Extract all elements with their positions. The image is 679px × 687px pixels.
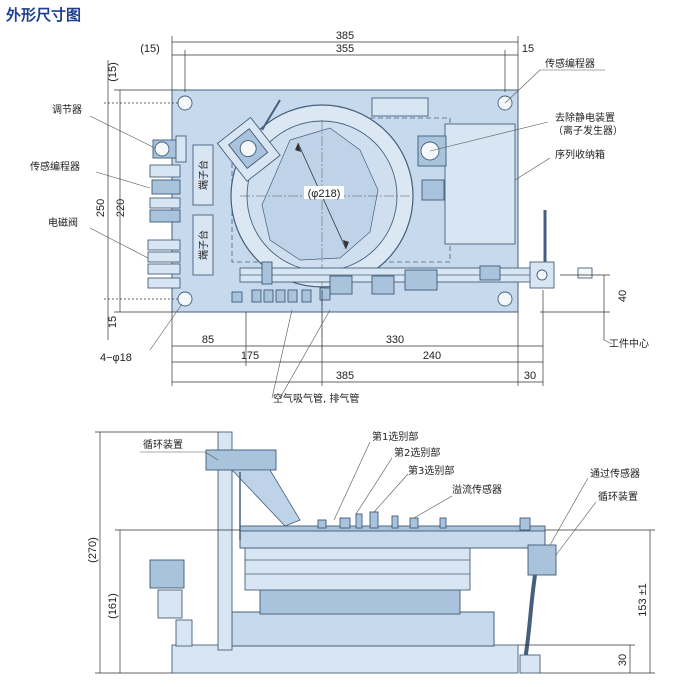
terminal-block [192,214,214,276]
housing-outline [231,117,451,263]
dim-right-margin: 15 [522,43,534,55]
corner-hole [177,95,193,111]
label-sequence-box: 序列收纳箱 [555,148,605,161]
circulation-unit-right [527,544,557,576]
label-backing [304,186,344,199]
dim-bottom-width: 385 [336,370,354,382]
label-ionizer-1: 去除静电装置 [555,111,615,124]
terminal-block-label: 端子台 [197,230,210,260]
regulator-unit [152,135,187,163]
top-dimensions: 385 355 (15) 15 (15) 250 220 15 85 330 1… [95,30,629,386]
terminal-block-label: 端子台 [197,160,210,190]
side-column [217,431,233,651]
corner-hole [177,291,193,307]
dim-40: 40 [617,290,629,302]
dim-height-250: 250 [95,199,107,217]
dim-175: 175 [241,350,259,362]
dim-height-161: (161) [107,593,119,619]
label-solenoid-valve: 电磁阀 [48,216,78,229]
dim-total-height: (270) [87,537,99,563]
label-pass-sensor: 通过传感器 [590,467,640,480]
side-labels: 循环装置 第1选别部 第2选别部 第3选别部 溢流传感器 通过传感器 循环装置 [140,430,640,556]
terminal-block [192,144,214,206]
label-holes: 4−φ18 [100,352,132,364]
solenoid-valve-unit [147,239,181,289]
chute [231,469,301,527]
label-air-tube: 空气吸气管, 排气管 [273,392,359,405]
top-view: (φ218) [147,89,593,350]
label-circulation-right: 循环装置 [598,490,638,503]
hopper-unit [216,116,281,182]
side-bowl-body [244,547,471,591]
left-sensor-unit [149,164,181,223]
label-regulator: 调节器 [52,104,82,116]
dim-top-margin: (15) [107,62,119,82]
dim-330: 330 [386,334,404,346]
air-fittings [231,287,331,303]
dim-85: 85 [202,334,214,346]
side-top-plate [239,529,546,549]
work-piece [577,267,593,279]
label-work-center: 工件中心 [609,337,649,350]
dim-height-30: 30 [617,654,629,666]
side-view [149,431,557,674]
label-selector-3: 第3选别部 [408,464,454,477]
dim-240: 240 [423,350,441,362]
side-dimensions: (270) (161) 153 ±1 30 [87,431,655,674]
dim-height-220: 220 [115,199,127,217]
label-overflow-sensor: 溢流传感器 [452,483,502,496]
sequence-box [444,123,516,245]
label-sensor-encoder-right: 传感编程器 [545,57,595,70]
sensor-encoder-box [371,97,429,117]
dim-height-153: 153 ±1 [637,583,649,617]
label-selector-2: 第2选别部 [394,446,440,459]
top-labels: 传感编程器 去除静电装置 （离子发生器） 序列收纳箱 调节器 传感编程器 电磁阀… [30,57,649,405]
page-title: 外形尺寸图 [6,6,82,24]
corner-hole [497,291,513,307]
side-vibrator [259,589,461,615]
label-circulation-left: 循环装置 [143,438,183,451]
dim-inner-width: 355 [336,43,354,55]
label-selector-1: 第1选别部 [372,430,418,443]
return-tube [523,574,537,661]
circle-diameter-label: (φ218) [308,188,341,200]
label-sensor-encoder-left: 传感编程器 [30,160,80,173]
dim-bottom-margin: 15 [107,316,119,328]
circulation-unit-left [205,449,277,471]
side-valve [149,559,185,589]
arrow-head [295,143,301,152]
label-ionizer-2: （离子发生器） [553,124,623,137]
side-valve-lower [157,589,183,619]
dim-left-margin: (15) [140,43,160,55]
arrow-head [343,240,349,249]
dim-overall-width: 385 [336,30,354,42]
side-posts [317,511,531,531]
side-lower-frame [231,611,495,647]
dim-30: 30 [524,370,536,382]
